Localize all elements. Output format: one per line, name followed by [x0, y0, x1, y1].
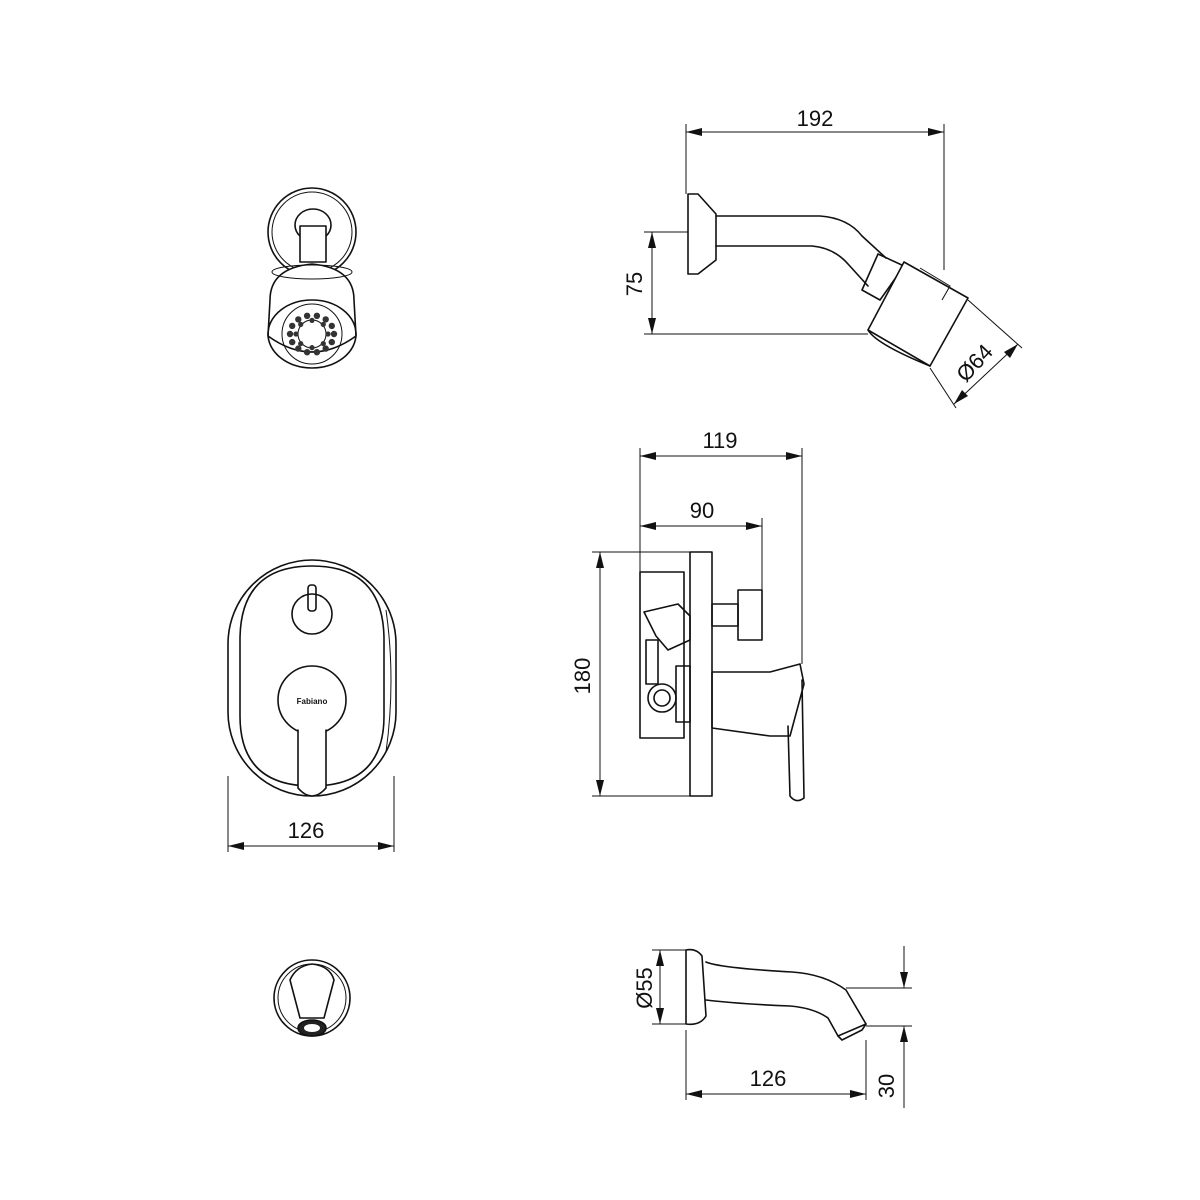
nozzle-dot [289, 322, 296, 330]
dimension-shower-arm-height: 75 [622, 231, 868, 335]
dim-label-126-faceplate: 126 [288, 818, 325, 843]
nozzle-dot [298, 341, 304, 347]
shower-arm-side-view [687, 193, 969, 367]
shower-head-front-view [267, 187, 357, 369]
faceplate-logo: Fabiano [297, 697, 328, 706]
dimension-faceplate-width: 126 [227, 776, 395, 852]
nozzle-dot [295, 316, 302, 323]
spout-side-view [685, 948, 867, 1041]
diverter-faceplate-front-view: Fabiano [227, 559, 397, 797]
dimension-spout-drop: 30 [846, 946, 912, 1108]
nozzle-dot [309, 317, 315, 323]
nozzle-dot [325, 331, 331, 337]
dimension-valve-height: 180 [570, 551, 690, 797]
dim-label-180: 180 [570, 658, 595, 695]
spout-front-view [273, 959, 351, 1037]
nozzle-dot [320, 341, 326, 347]
nozzle-dot [328, 322, 335, 330]
diverter-valve-side-view [639, 551, 805, 802]
nozzle-dot [298, 321, 304, 327]
dim-label-119: 119 [702, 428, 737, 453]
nozzle-dot [313, 312, 321, 319]
dimension-spout-flange-diameter: Ø55 [632, 949, 690, 1025]
nozzle-dot [330, 330, 338, 338]
dim-label-30: 30 [874, 1074, 899, 1098]
nozzle-dot [328, 338, 335, 346]
dimension-spout-length: 126 [685, 1030, 867, 1100]
dim-label-64: Ø64 [951, 339, 998, 386]
dim-label-55: Ø55 [632, 967, 657, 1009]
dim-label-90: 90 [690, 498, 714, 523]
nozzle-dot [303, 312, 311, 319]
nozzle-dot [289, 338, 296, 346]
nozzle-dot [295, 345, 302, 352]
nozzle-dot [309, 345, 315, 351]
nozzle-dot [293, 331, 299, 337]
nozzle-dot [286, 330, 294, 338]
nozzle-dot [313, 349, 321, 356]
dim-label-75: 75 [622, 272, 647, 296]
nozzle-dot [322, 345, 329, 352]
nozzle-dot [303, 349, 311, 356]
nozzle-dot [322, 316, 329, 323]
nozzle-dot [320, 321, 326, 327]
dimension-valve-total-depth: 119 [639, 428, 803, 664]
dim-label-192: 192 [797, 106, 834, 131]
dimension-shower-arm-length: 192 [685, 106, 945, 270]
shower-nozzles [286, 312, 338, 356]
dimension-valve-body-depth: 90 [639, 498, 763, 590]
dim-label-126-spout: 126 [750, 1066, 787, 1091]
